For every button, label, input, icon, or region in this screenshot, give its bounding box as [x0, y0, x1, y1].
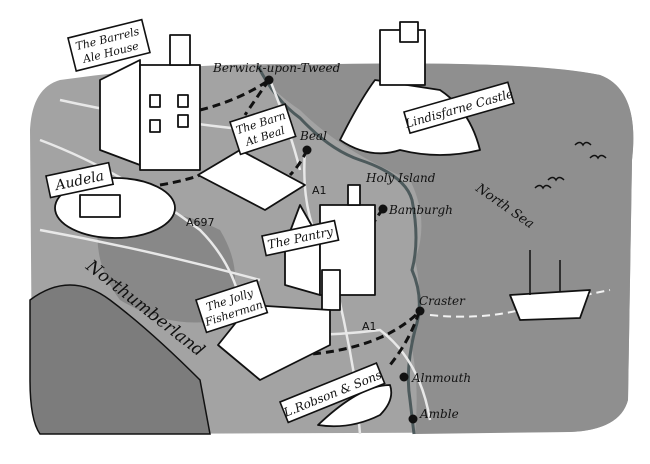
- town-label: Berwick-upon-Tweed: [212, 61, 341, 75]
- town-amble: Amble: [408, 407, 459, 424]
- sea-area: [255, 63, 634, 434]
- town-label: Amble: [419, 407, 459, 421]
- holy-island-label: Holy Island: [365, 171, 436, 185]
- town-beal: Beal: [299, 129, 327, 155]
- banner-jolly-fisherman[interactable]: The Jolly Fisherman: [194, 279, 269, 334]
- town-label: Beal: [299, 129, 327, 143]
- town-label: Bamburgh: [388, 203, 453, 217]
- road-label-a697: A697: [186, 216, 215, 229]
- fishing-boat-illustration: [509, 250, 591, 321]
- barn-at-beal-tray-illustration: [197, 149, 306, 211]
- forest-area: [97, 210, 235, 323]
- birds-icon: [534, 141, 607, 190]
- banner-audela[interactable]: Audela: [45, 161, 115, 199]
- town-craster: Craster: [415, 294, 466, 316]
- fish-illustration: [317, 384, 393, 428]
- town-alnmouth: Alnmouth: [399, 371, 471, 385]
- town-label: Craster: [419, 294, 466, 308]
- steak-icon: [79, 194, 121, 218]
- hills: [29, 284, 211, 435]
- road-label-a1: A1: [362, 320, 377, 333]
- boat-wake: [429, 289, 611, 318]
- town-label: Alnmouth: [411, 371, 471, 385]
- town-berwick: Berwick-upon-Tweed: [212, 61, 341, 85]
- barrels-ale-house-building: [99, 34, 201, 171]
- pantry-building: [284, 184, 376, 311]
- town-bamburgh: Bamburgh: [378, 203, 453, 217]
- coastline: [256, 65, 421, 435]
- banner-the-pantry[interactable]: The Pantry: [261, 219, 340, 257]
- road-label-a1: A1: [312, 184, 327, 197]
